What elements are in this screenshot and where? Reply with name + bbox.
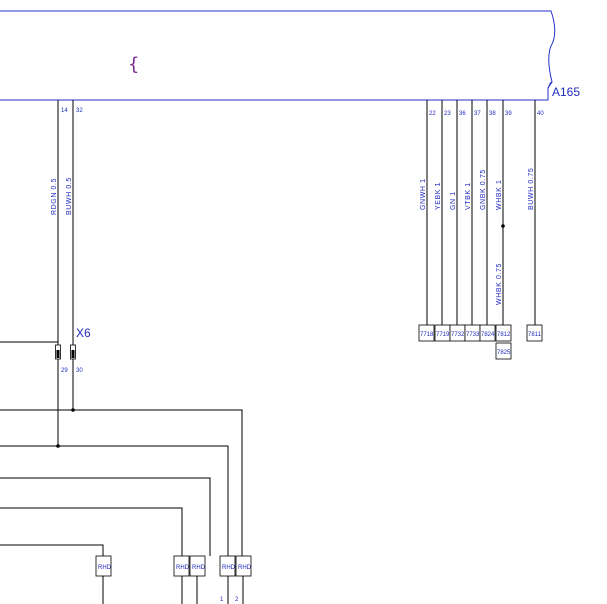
rhd-box: RHD xyxy=(173,555,190,577)
wire-label: GNBK 0.75 xyxy=(480,169,487,210)
connector-pin: 29 xyxy=(61,368,68,374)
terminal-box: 7732 xyxy=(449,324,466,342)
wire-label: GN 1 xyxy=(450,191,457,210)
pin-label: 32 xyxy=(76,108,83,114)
svg-text:7732: 7732 xyxy=(451,332,465,338)
svg-text:7824: 7824 xyxy=(481,332,495,338)
connector-name: X6 xyxy=(76,326,91,340)
rhd-box: RHD xyxy=(235,555,252,577)
terminal-box: 7718 xyxy=(418,324,435,342)
svg-text:7733: 7733 xyxy=(466,332,480,338)
terminal-box: 7733 xyxy=(464,324,481,342)
svg-text:7719: 7719 xyxy=(436,332,450,338)
svg-text:7825: 7825 xyxy=(497,350,511,356)
terminal-box: 7719 xyxy=(434,324,451,342)
svg-text:RHD: RHD xyxy=(238,565,252,571)
pin-label: 14 xyxy=(61,108,68,114)
wire-label: WHBK 1 xyxy=(496,180,503,210)
wire-label: YEBK 1 xyxy=(435,182,442,210)
terminal-box: 7824 xyxy=(479,324,496,342)
rhd-box: RHD xyxy=(219,555,236,577)
connector-pin: 30 xyxy=(76,368,83,374)
pin-label: 36 xyxy=(459,111,466,117)
terminal-box: 7825 xyxy=(495,342,512,360)
svg-text:7718: 7718 xyxy=(420,332,434,338)
pin-label: 22 xyxy=(429,111,436,117)
svg-text:RHD: RHD xyxy=(176,565,190,571)
rhd-box: RHD xyxy=(189,555,206,577)
pin-label: 37 xyxy=(474,111,481,117)
svg-text:RHD: RHD xyxy=(222,565,236,571)
wire-label: VTBK 1 xyxy=(465,182,472,210)
connector-x6 xyxy=(0,341,76,360)
marker-glyph: { xyxy=(128,54,139,75)
terminal-box: 7812 xyxy=(495,324,512,342)
wire-label: WHBK 0.75 xyxy=(496,263,503,305)
pin-label: 40 xyxy=(537,111,544,117)
wire-label: GNWH 1 xyxy=(420,178,427,210)
svg-text:7811: 7811 xyxy=(528,332,542,338)
rhd-box: RHD xyxy=(95,555,112,577)
bottom-pin: 1 xyxy=(220,597,224,603)
terminal-box: 7811 xyxy=(526,324,543,342)
bottom-pin: 2 xyxy=(235,597,239,603)
svg-text:RHD: RHD xyxy=(192,565,206,571)
pin-label: 23 xyxy=(444,111,451,117)
pin-label: 38 xyxy=(489,111,496,117)
pin-label: 39 xyxy=(505,111,512,117)
svg-text:7812: 7812 xyxy=(497,332,511,338)
wire-label: RDGN 0.5 xyxy=(51,178,58,215)
wire-label: BUWH 0.75 xyxy=(528,168,535,210)
module-name: A165 xyxy=(552,85,580,99)
svg-text:RHD: RHD xyxy=(98,565,112,571)
module-a165-frame xyxy=(0,10,556,101)
wire-label: BUWH 0.5 xyxy=(66,177,73,215)
